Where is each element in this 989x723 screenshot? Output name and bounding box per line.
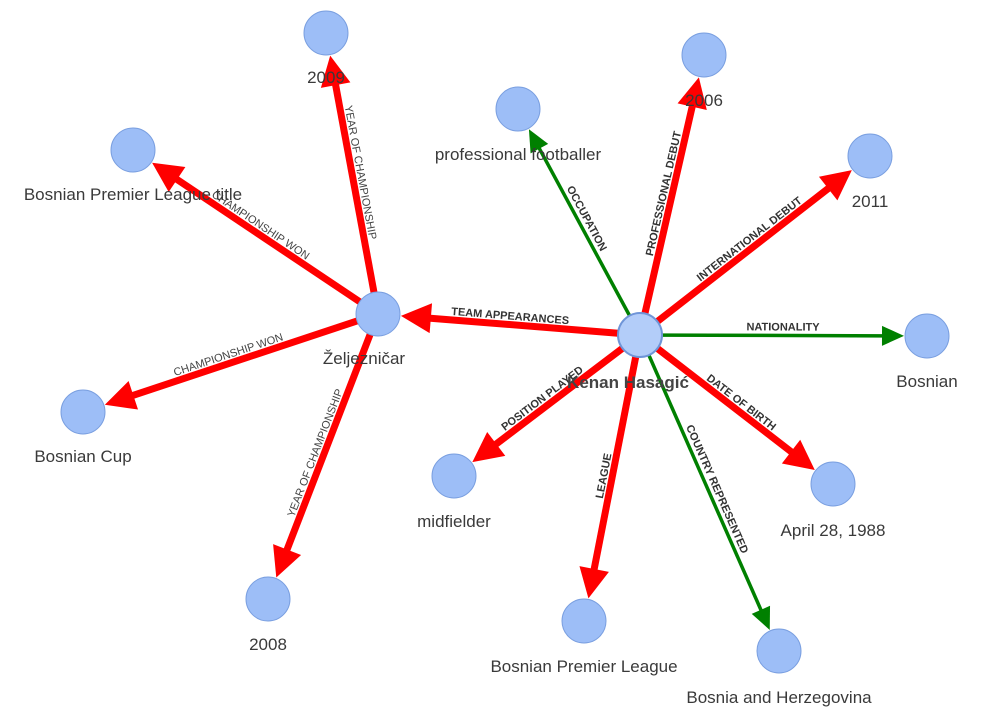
- edge-line: [492, 345, 625, 448]
- edge-line: [173, 175, 362, 305]
- edge-line: [647, 354, 764, 613]
- edges-layer: [104, 55, 905, 630]
- node-label: Bosnia and Herzegovina: [686, 688, 872, 707]
- edge-arrowhead: [579, 566, 609, 599]
- edge-label: NATIONALITY: [746, 321, 820, 333]
- edge-line: [428, 314, 619, 337]
- edge-label: COUNTRY REPRESENTED: [683, 423, 750, 555]
- edge-arrowhead: [781, 439, 815, 470]
- edge-country-represented-bih: [647, 354, 771, 630]
- node-label: 2009: [307, 68, 345, 87]
- node-circle[interactable]: [245, 576, 291, 622]
- node-label: April 28, 1988: [781, 521, 886, 540]
- node-y2011[interactable]: 2011: [847, 133, 893, 211]
- node-label: Bosnian Premier League: [490, 657, 677, 676]
- edge-team-appearances-zeljeznicar: [400, 303, 619, 337]
- edge-league-bpl: [579, 355, 640, 599]
- node-kenan[interactable]: Kenan Hasagić: [567, 312, 689, 392]
- edge-year-of-championship-y2008: [273, 333, 374, 578]
- node-circle[interactable]: [756, 628, 802, 674]
- node-label: Bosnian Cup: [34, 447, 131, 466]
- node-circle[interactable]: [681, 32, 727, 78]
- edge-arrowhead: [528, 129, 549, 154]
- edge-line: [661, 333, 885, 338]
- node-circle[interactable]: [904, 313, 950, 359]
- node-circle[interactable]: [561, 598, 607, 644]
- edge-line: [331, 82, 378, 294]
- edge-label: INTERNATIONAL DEBUT: [695, 195, 805, 284]
- node-bpl-title[interactable]: Bosnian Premier League title: [24, 127, 242, 204]
- edge-line: [655, 345, 795, 456]
- edge-occupation-pro_footballer: [528, 129, 632, 317]
- edge-championship-won-bosnian_cup: [104, 317, 359, 410]
- edge-arrowhead: [818, 170, 852, 201]
- node-circle[interactable]: [810, 461, 856, 507]
- edge-label: DATE OF BIRTH: [704, 372, 778, 433]
- edge-line: [536, 146, 632, 317]
- node-circle[interactable]: [60, 389, 106, 435]
- node-circle[interactable]: [847, 133, 893, 179]
- edge-championship-won-bpl_title: [152, 162, 362, 305]
- node-bpl[interactable]: Bosnian Premier League: [490, 598, 678, 676]
- edge-arrowhead: [472, 432, 506, 463]
- edge-position-played-midfielder: [472, 345, 625, 463]
- node-label: Bosnian: [896, 372, 957, 391]
- edge-line: [590, 355, 640, 572]
- node-midfielder[interactable]: midfielder: [417, 453, 491, 531]
- edge-arrowhead: [104, 381, 139, 410]
- node-circle[interactable]: [303, 10, 349, 56]
- edge-line: [130, 317, 359, 400]
- node-circle[interactable]: [495, 86, 541, 132]
- edge-arrowhead: [273, 544, 302, 578]
- node-y2009[interactable]: 2009: [303, 10, 349, 87]
- node-bih[interactable]: Bosnia and Herzegovina: [686, 628, 872, 707]
- edge-arrowhead: [881, 325, 905, 346]
- node-circle[interactable]: [355, 291, 401, 337]
- node-circle[interactable]: [617, 312, 663, 358]
- edge-line: [655, 184, 832, 325]
- node-label: professional footballer: [435, 145, 602, 164]
- node-label: Kenan Hasagić: [567, 373, 689, 392]
- node-zeljeznicar[interactable]: Željezničar: [323, 291, 406, 368]
- edge-line: [641, 103, 697, 315]
- edge-professional-debut-y2006: [641, 77, 707, 315]
- edge-arrowhead: [677, 77, 707, 111]
- node-pro-footballer[interactable]: professional footballer: [435, 86, 602, 164]
- edge-arrowhead: [152, 162, 186, 192]
- edge-date-of-birth-dob: [655, 345, 815, 470]
- edge-international-debut-y2011: [655, 170, 852, 325]
- edge-arrowhead: [400, 303, 433, 334]
- edge-label: CHAMPIONSHIP WON: [172, 331, 285, 379]
- node-label: 2011: [852, 192, 889, 211]
- node-bosnian[interactable]: Bosnian: [896, 313, 958, 391]
- edge-line: [283, 333, 374, 553]
- edge-label: YEAR OF CHAMPIONSHIP: [286, 387, 346, 518]
- node-label: 2006: [685, 91, 723, 110]
- node-label: Bosnian Premier League title: [24, 185, 242, 204]
- node-label: 2008: [249, 635, 287, 654]
- node-label: Željezničar: [323, 349, 406, 368]
- node-dob[interactable]: April 28, 1988: [781, 461, 886, 540]
- node-circle[interactable]: [431, 453, 477, 499]
- edge-arrowhead: [751, 605, 771, 630]
- node-y2006[interactable]: 2006: [681, 32, 727, 110]
- edge-arrowhead: [320, 55, 351, 88]
- node-bosnian-cup[interactable]: Bosnian Cup: [34, 389, 132, 466]
- edge-nationality-bosnian: [661, 325, 905, 346]
- node-label: midfielder: [417, 512, 491, 531]
- edge-year-of-championship-y2009: [320, 55, 378, 294]
- edge-label: OCCUPATION: [564, 184, 609, 253]
- node-circle[interactable]: [110, 127, 156, 173]
- node-y2008[interactable]: 2008: [245, 576, 291, 654]
